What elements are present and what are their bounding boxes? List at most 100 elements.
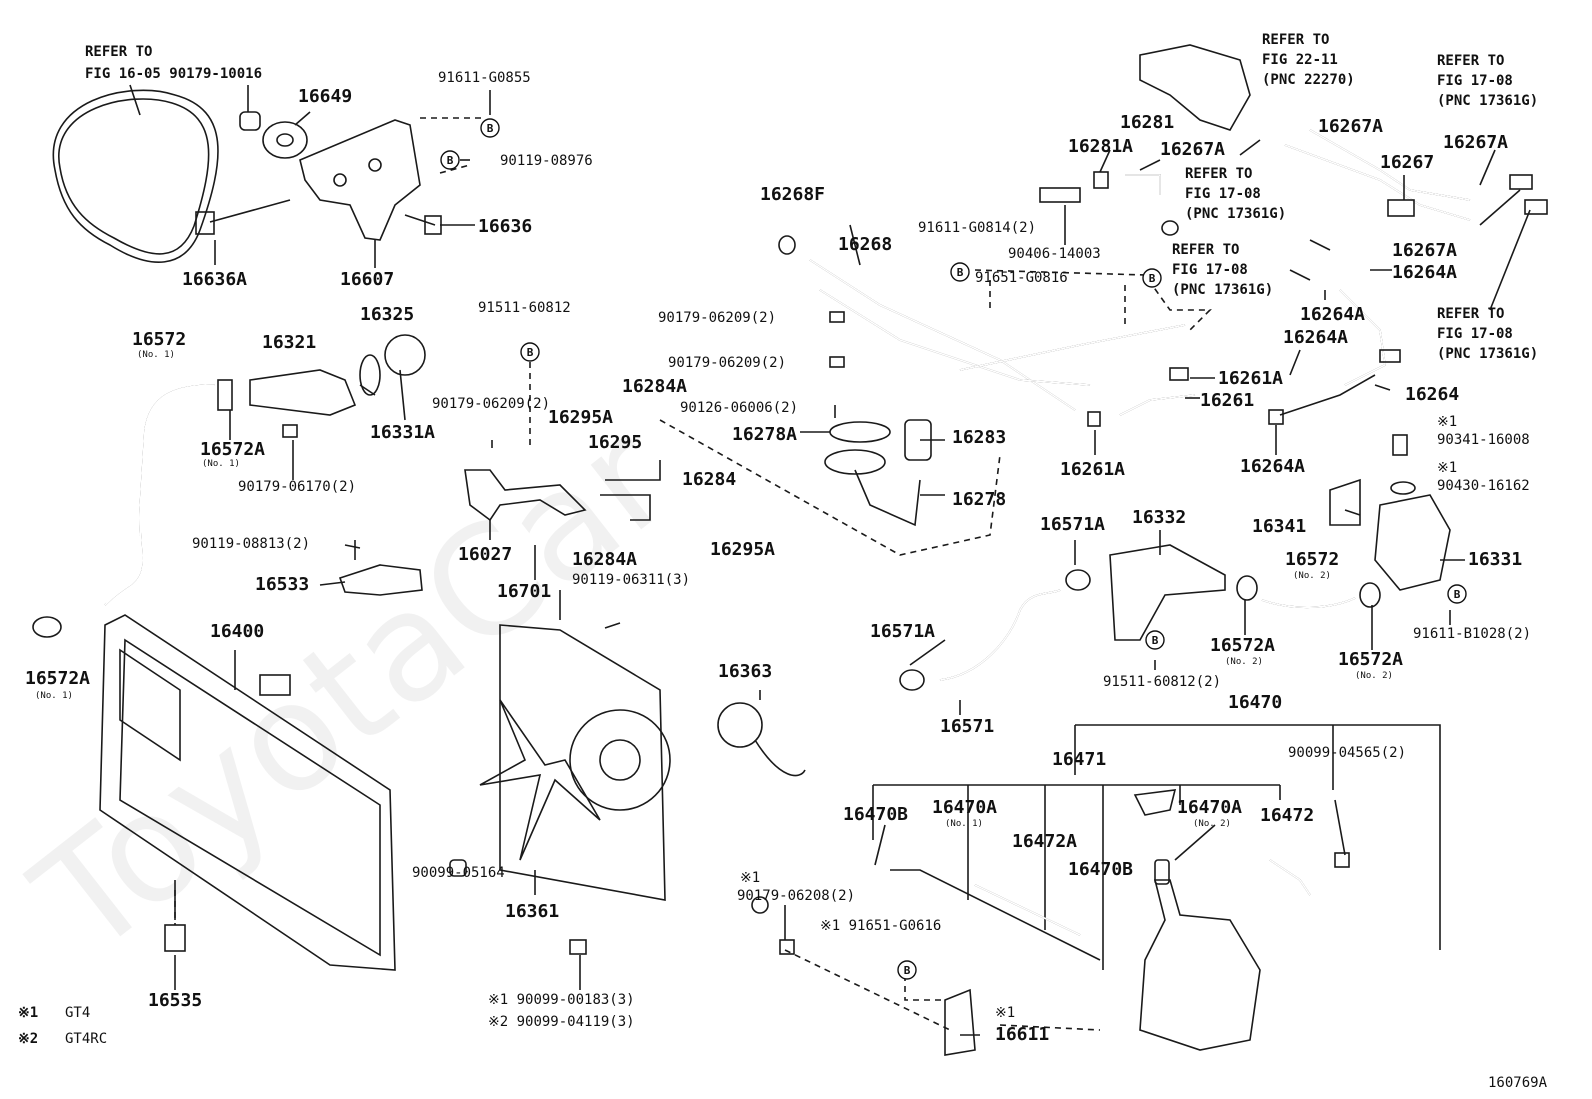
part-number: 16611 [995,1024,1049,1045]
part-number: 16331 [1468,549,1522,570]
part-number: 16572A [25,668,90,689]
legend-mark: ※2 [18,1031,38,1047]
part-number: 16649 [298,86,352,107]
part-number: 16472A [1012,831,1077,852]
part-number: 16533 [255,574,309,595]
part-drawings [32,44,1548,1056]
part-code: 90119-08813(2) [192,536,310,552]
b-marker: B [447,154,454,167]
part-number: 16267 [1380,152,1434,173]
part-number: 16264A [1240,456,1305,477]
part-number: 16636A [182,269,247,290]
part-number: 16321 [262,332,316,353]
part-number: 16267A [1443,132,1508,153]
part-number: 16361 [505,901,559,922]
part-code: ※1 [740,870,760,886]
sub-labels: (No. 1) (No. 1) (No. 1) (No. 2) (No. 2) … [35,350,1393,829]
part-number: 16572 [1285,549,1339,570]
part-number: 16281A [1068,136,1133,157]
legend-text: GT4RC [65,1031,107,1047]
part-number: 16470A [932,797,997,818]
part-number: 16264A [1392,262,1457,283]
b-markers: B B B B B B B B [440,118,1467,980]
part-code: 90406-14003 [1008,246,1101,262]
part-number: 16267A [1318,116,1383,137]
part-number: 16636 [478,216,532,237]
part-number: 16284A [622,376,687,397]
part-code: ※2 90099-04119(3) [488,1014,635,1030]
part-number: 16284A [572,549,637,570]
part-number: 16572A [1338,649,1403,670]
part-number: 16363 [718,661,772,682]
sub-label: (No. 1) [35,691,73,701]
part-code: 90126-06006(2) [680,400,798,416]
part-number: 16261A [1218,368,1283,389]
part-number: 16701 [497,581,551,602]
small-part-numbers: 91611-G0855 90119-08976 91511-60812 9017… [192,70,1531,1030]
part-code: 91611-G0855 [438,70,531,86]
part-number: 16470A [1177,797,1242,818]
part-number: 16268 [838,234,892,255]
part-code: 91651-G0816 [975,270,1068,286]
part-code: 90119-06311(3) [572,572,690,588]
figure-code: 160769A [1488,1075,1548,1091]
part-number: 16325 [360,304,414,325]
part-number: 16572A [1210,635,1275,656]
part-number: 16607 [340,269,394,290]
part-number: 16264A [1283,327,1348,348]
b-marker: B [957,266,964,279]
part-number: 16470B [1068,859,1133,880]
b-marker: B [1152,634,1159,647]
part-number: 16278A [732,424,797,445]
part-number: 16295 [588,432,642,453]
part-code: ※1 91651-G0616 [820,918,941,934]
b-marker: B [487,122,494,135]
legend-mark: ※1 [18,1005,38,1021]
part-code: ※1 90099-00183(3) [488,992,635,1008]
legend: ※1 GT4 ※2 GT4RC [18,1005,107,1047]
part-code: 90099-05164 [412,865,505,881]
part-number: 16332 [1132,507,1186,528]
b-marker: B [1454,588,1461,601]
part-number: 16470 [1228,692,1282,713]
part-number: 16284 [682,469,736,490]
part-number: 16341 [1252,516,1306,537]
part-number: 16535 [148,990,202,1011]
part-number: 16261 [1200,390,1254,411]
part-number: 16572A [200,439,265,460]
sub-label: (No. 2) [1225,657,1263,667]
sub-label: (No. 2) [1293,571,1331,581]
part-code: 91511-60812(2) [1103,674,1221,690]
part-code: 90119-08976 [500,153,593,169]
sub-label: (No. 1) [945,819,983,829]
part-number: 16027 [458,544,512,565]
part-code: 90179-06209(2) [658,310,776,326]
part-numbers: 16649 16636 16636A 16607 16572 16321 163… [25,86,1522,1045]
part-number: 16470B [843,804,908,825]
part-code: 90179-06208(2) [737,888,855,904]
part-number: 16261A [1060,459,1125,480]
part-number: 16268F [760,184,825,205]
part-code: ※1 [1437,460,1457,476]
part-number: 16295A [548,407,613,428]
part-code: 90179-06209(2) [432,396,550,412]
part-code: 90430-16162 [1437,478,1530,494]
part-code: 90099-04565(2) [1288,745,1406,761]
part-code: ※1 [995,1005,1015,1021]
part-number: 16295A [710,539,775,560]
part-code: 90179-06209(2) [668,355,786,371]
part-number: 16472 [1260,805,1314,826]
sub-label: (No. 2) [1355,671,1393,681]
part-number: 16400 [210,621,264,642]
b-marker: B [904,964,911,977]
part-number: 16331A [370,422,435,443]
part-number: 16264A [1300,304,1365,325]
part-code: 91611-G0814(2) [918,220,1036,236]
b-marker: B [1149,272,1156,285]
part-number: 16571A [1040,514,1105,535]
